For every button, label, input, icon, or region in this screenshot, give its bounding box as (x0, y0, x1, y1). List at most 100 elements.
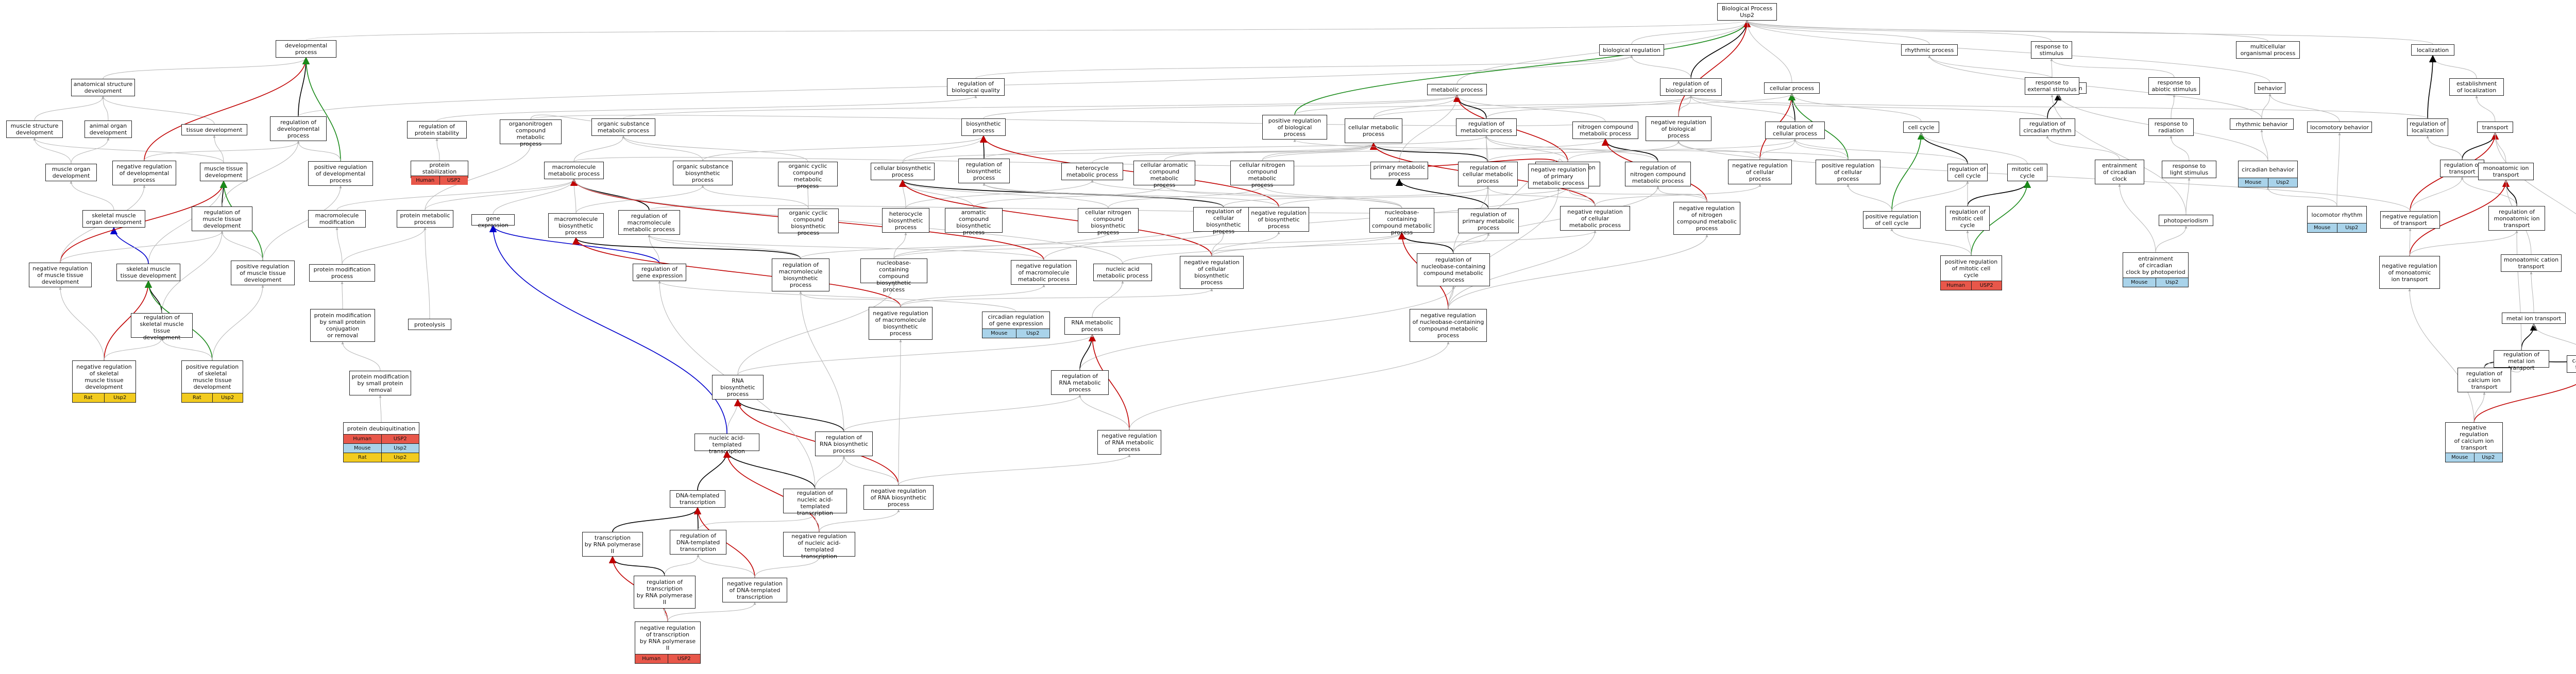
go-term-ncmp[interactable]: nucleobase-containing compound metabolic… (1369, 208, 1434, 236)
go-term-mit[interactable]: monoatomic ion transport (2478, 163, 2534, 180)
go-term-pmspr[interactable]: protein modification by small protein re… (349, 371, 411, 395)
go-term-mbp[interactable]: macromolecule biosynthetic process (548, 213, 604, 238)
go-term-natt[interactable]: nucleic acid-templated transcription (694, 434, 759, 455)
go-term-ge[interactable]: gene expression (471, 214, 515, 229)
go-term-nrpmp[interactable]: negative regulation of primary metabolic… (1528, 164, 1589, 188)
go-term-msd[interactable]: muscle structure development (6, 120, 63, 138)
go-term-rbp[interactable]: regulation of biosynthetic process (958, 159, 1010, 183)
go-term-prbp[interactable]: positive regulation of biological proces… (1262, 115, 1327, 140)
go-term-nrmbp[interactable]: negative regulation of macromolecule bio… (869, 307, 933, 340)
go-term-cmp[interactable]: cellular metabolic process (1345, 118, 1402, 143)
go-term-ncbp[interactable]: nucleobase-containing compound biosynthe… (860, 258, 927, 293)
go-term-nrdtt[interactable]: negative regulation of DNA-templated tra… (722, 578, 787, 602)
go-term-rloc[interactable]: regulation of localization (2407, 118, 2448, 136)
go-term-prdp[interactable]: positive regulation of developmental pro… (308, 161, 373, 186)
go-term-prcc[interactable]: positive regulation of cell cycle (1863, 211, 1921, 229)
go-term-mit2[interactable]: metal ion transport (2502, 313, 2566, 324)
go-term-rmetp[interactable]: regulation of metabolic process (1456, 118, 1517, 136)
go-term-rnatt[interactable]: regulation of nucleic acid-templated tra… (783, 489, 847, 516)
go-term-rp[interactable]: rhythmic process (1901, 44, 1958, 56)
go-term-nrcit[interactable]: negative regulation of calcium ion trans… (2445, 422, 2503, 462)
go-term-nitmp[interactable]: nitrogen compound metabolic process (1572, 122, 1638, 139)
go-term-rge[interactable]: regulation of gene expression (633, 264, 686, 281)
go-term-hbp[interactable]: heterocycle biosynthetic process (882, 208, 929, 233)
go-term-rbq[interactable]: regulation of biological quality (947, 78, 1005, 96)
go-term-nrdp[interactable]: negative regulation of developmental pro… (112, 161, 176, 185)
go-term-rdtt[interactable]: regulation of DNA-templated transcriptio… (670, 530, 726, 555)
go-term-rrnamp[interactable]: regulation of RNA metabolic process (1051, 370, 1109, 395)
go-term-mmod[interactable]: macromolecule modification (308, 210, 366, 228)
go-term-acbp[interactable]: aromatic compound biosynthetic process (945, 208, 1003, 236)
go-term-nrbiop[interactable]: negative regulation of biological proces… (1646, 116, 1711, 141)
go-term-mtd[interactable]: muscle tissue development (200, 163, 247, 181)
go-term-nrcbp[interactable]: negative regulation of cellular biosynth… (1180, 256, 1244, 289)
go-term-rmit[interactable]: regulation of monoatomic ion transport (2488, 206, 2545, 231)
go-term-mct[interactable]: monoatomic cation transport (2501, 254, 2562, 272)
go-term-rcr[interactable]: regulation of circadian rhythm (2020, 118, 2075, 136)
go-term-eccp[interactable]: entrainment of circadian clock by photop… (2123, 252, 2189, 287)
go-term-rbeh[interactable]: rhythmic behavior (2230, 118, 2294, 130)
go-term-namp[interactable]: nucleic acid metabolic process (1093, 264, 1152, 281)
go-term-pmod[interactable]: protein modification process (309, 264, 375, 282)
go-term-nrmmp[interactable]: negative regulation of macromolecule met… (1011, 260, 1077, 285)
go-term-pmp[interactable]: protein metabolic process (397, 210, 453, 228)
go-term-rtas[interactable]: response to abiotic stimulus (2148, 77, 2200, 95)
go-term-breg[interactable]: biological regulation (1599, 44, 1664, 56)
go-term-mod[interactable]: muscle organ development (45, 164, 97, 181)
go-term-rnitmp[interactable]: regulation of nitrogen compound metaboli… (1625, 162, 1691, 186)
go-term-prcellp[interactable]: positive regulation of cellular process (1816, 160, 1880, 184)
go-term-loc[interactable]: localization (2411, 44, 2454, 56)
go-term-cncmp[interactable]: cellular nitrogen compound metabolic pro… (1230, 161, 1294, 188)
go-term-nrcmp[interactable]: negative regulation of cellular metaboli… (1560, 206, 1630, 231)
go-term-mmp[interactable]: macromolecule metabolic process (544, 162, 604, 179)
go-term-rnabp[interactable]: RNA biosynthetic process (712, 375, 764, 400)
go-term-osbp[interactable]: organic substance biosynthetic process (673, 161, 733, 185)
go-term-cit[interactable]: calcium ion transport (2567, 355, 2576, 373)
go-term-rtls[interactable]: response to light stimulus (2162, 161, 2216, 178)
go-term-rsmtd[interactable]: regulation of skeletal muscle tissue dev… (131, 313, 193, 341)
go-term-occbp[interactable]: organic cyclic compound biosynthetic pro… (778, 209, 839, 236)
go-term-mcc[interactable]: mitotic cell cycle (2007, 164, 2047, 181)
go-term-prot[interactable]: proteolysis (408, 319, 451, 330)
go-term-rnamp[interactable]: RNA metabolic process (1064, 317, 1120, 335)
go-term-cbp[interactable]: cellular biosynthetic process (871, 163, 935, 180)
go-term-rts[interactable]: response to stimulus (2031, 41, 2072, 59)
go-term-smod[interactable]: skeletal muscle organ development (82, 210, 145, 228)
go-term-trans[interactable]: transport (2477, 122, 2513, 133)
go-term-nrncmp[interactable]: negative regulation of nucleobase-contai… (1410, 309, 1487, 342)
go-term-rncmp[interactable]: regulation of nucleobase-containing comp… (1417, 253, 1490, 286)
go-term-rmtd[interactable]: regulation of muscle tissue development (192, 206, 252, 231)
go-term-rmit2[interactable]: regulation of metal ion transport (2494, 350, 2549, 371)
go-term-nrsmtd[interactable]: negative regulation of skeletal muscle t… (72, 360, 136, 403)
go-term-rrnabp[interactable]: regulation of RNA biosynthetic process (815, 431, 873, 456)
go-term-rps[interactable]: regulation of protein stability (407, 121, 467, 139)
go-term-prmcc[interactable]: positive regulation of mitotic cell cycl… (1940, 255, 2002, 290)
go-term-mop[interactable]: multicellular organismal process (2236, 41, 2300, 59)
go-term-bs[interactable]: biosynthetic process (961, 118, 1006, 136)
go-term-osmp[interactable]: organic substance metabolic process (591, 118, 655, 136)
go-term-cacmp[interactable]: cellular aromatic compound metabolic pro… (1133, 161, 1195, 188)
go-term-rcc[interactable]: regulation of cell cycle (1947, 164, 1988, 181)
go-term-cellp[interactable]: cellular process (1764, 82, 1820, 94)
go-term-rmmp[interactable]: regulation of macromolecule metabolic pr… (618, 210, 680, 235)
go-term-hmp[interactable]: heterocycle metabolic process (1061, 163, 1123, 180)
go-term-photo[interactable]: photoperiodism (2159, 215, 2213, 226)
go-term-rtes[interactable]: response to external stimulus (2025, 77, 2079, 95)
go-term-rpmp[interactable]: regulation of primary metabolic process (1458, 209, 1519, 233)
go-term-nrrnabp[interactable]: negative regulation of RNA biosynthetic … (863, 485, 934, 510)
go-term-rtrans[interactable]: regulation of transport (2440, 160, 2484, 177)
go-term-nrrnamp[interactable]: negative regulation of RNA metabolic pro… (1097, 430, 1161, 455)
go-term-prmtd[interactable]: positive regulation of muscle tissue dev… (231, 261, 295, 285)
go-term-occmp[interactable]: organic cyclic compound metabolic proces… (778, 162, 838, 189)
go-term-nrmit[interactable]: negative regulation of monoatomic ion tr… (2379, 256, 2440, 289)
go-term-rdp[interactable]: regulation of developmental process (270, 116, 327, 141)
go-term-pmspc[interactable]: protein modification by small protein co… (310, 309, 375, 342)
go-term-bp[interactable]: Biological Process Usp2 (1717, 3, 1777, 21)
go-term-rtr[interactable]: response to radiation (2148, 118, 2194, 136)
go-term-rmbp[interactable]: regulation of macromolecule biosynthetic… (772, 258, 829, 291)
